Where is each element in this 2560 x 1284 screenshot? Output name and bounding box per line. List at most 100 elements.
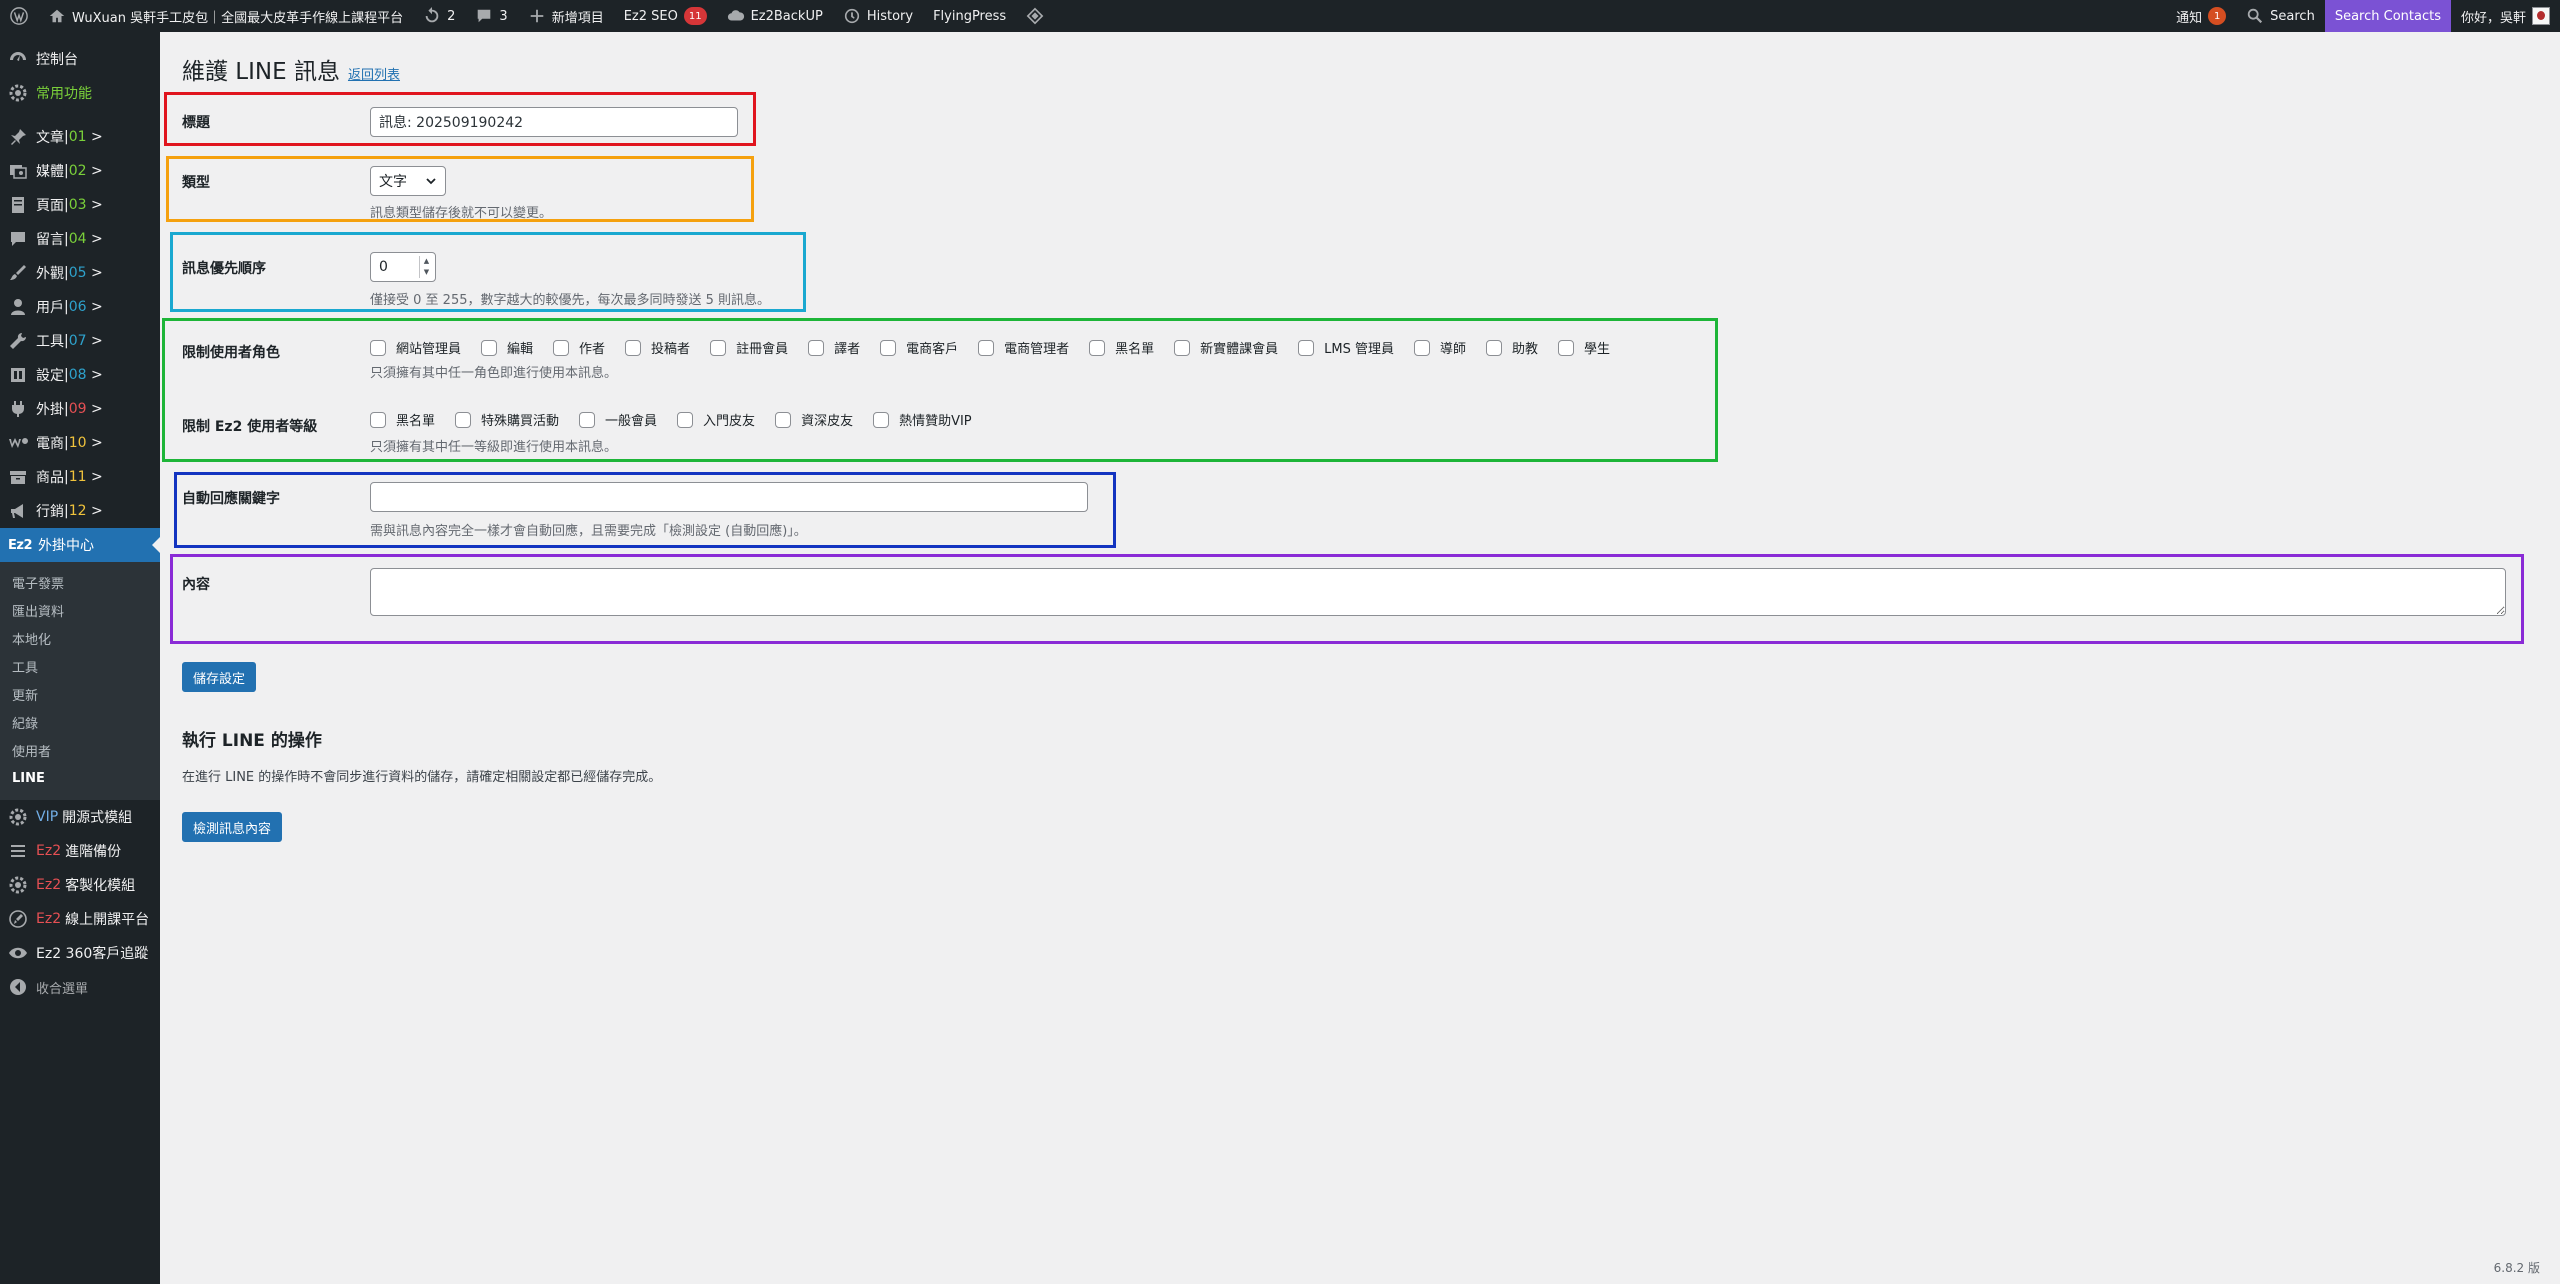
role-checkbox-subscriber[interactable]: 註冊會員 (710, 338, 788, 357)
level-checkbox-senior[interactable]: 資深皮友 (775, 410, 853, 429)
level-checkbox-regular[interactable]: 一般會員 (579, 410, 657, 429)
sidebar-item-plugins[interactable]: 外掛 | 09 > (0, 392, 160, 426)
type-select[interactable]: 文字 (370, 166, 446, 196)
user-account-menu[interactable]: 你好，吳軒 (2451, 0, 2560, 32)
role-checkbox-blacklist[interactable]: 黑名單 (1089, 338, 1154, 357)
submenu-item-tools[interactable]: 工具 (12, 660, 39, 676)
checkbox[interactable] (370, 411, 386, 428)
sidebar-item-media[interactable]: 媒體 | 02 > (0, 154, 160, 188)
role-checkbox-customer[interactable]: 電商客戶 (880, 338, 958, 357)
level-checkbox-special[interactable]: 特殊購買活動 (455, 410, 559, 429)
updates-link[interactable]: 2 (413, 0, 465, 32)
backup-link[interactable]: Ez2BackUP (717, 0, 833, 32)
role-checkbox-lms-admin[interactable]: LMS 管理員 (1298, 338, 1394, 357)
flyingpress-link[interactable]: FlyingPress (923, 0, 1016, 32)
checkbox[interactable] (370, 339, 386, 356)
checkbox[interactable] (1414, 339, 1430, 356)
sidebar-item-settings[interactable]: 設定 | 08 > (0, 358, 160, 392)
keyword-input[interactable] (370, 482, 1088, 512)
wordpress-logo-icon[interactable] (0, 0, 38, 32)
sidebar-item-common[interactable]: 常用功能 (0, 76, 160, 110)
checkbox[interactable] (1486, 339, 1503, 356)
test-message-button[interactable]: 檢測訊息內容 (182, 812, 283, 842)
submenu-item-localization[interactable]: 本地化 (12, 632, 52, 648)
checkbox[interactable] (579, 411, 596, 428)
sidebar-item-ecommerce[interactable]: 電商 | 10 > (0, 426, 160, 460)
sidebar-item-dashboard[interactable]: 控制台 (0, 42, 160, 76)
checkbox[interactable] (978, 339, 995, 356)
role-checkbox-contributor[interactable]: 投稿者 (625, 338, 690, 357)
role-checkbox-shop-manager[interactable]: 電商管理者 (978, 338, 1069, 357)
role-checkbox-assistant[interactable]: 助教 (1486, 338, 1538, 357)
checkbox[interactable] (808, 339, 825, 356)
checkbox[interactable] (1089, 339, 1106, 356)
highlight-type-box (166, 156, 754, 222)
submenu-item-e-invoice[interactable]: 電子發票 (12, 576, 65, 592)
paintbrush-icon (10, 265, 26, 280)
role-checkbox-student[interactable]: 學生 (1558, 338, 1610, 357)
diamond-menu[interactable] (1016, 0, 1054, 32)
level-checkbox-vip[interactable]: 熱情贊助VIP (873, 410, 972, 429)
history-link[interactable]: History (833, 0, 923, 32)
site-name-link[interactable]: WuXuan 吳軒手工皮包｜全國最大皮革手作線上課程平台 (38, 0, 413, 32)
sidebar-item-marketing[interactable]: 行銷 | 12 > (0, 494, 160, 528)
checkbox[interactable] (775, 411, 792, 428)
vip-tag: VIP (36, 809, 59, 825)
checkbox[interactable] (553, 339, 570, 356)
submenu-item-line[interactable]: LINE (12, 770, 45, 786)
submenu: 電子發票 匯出資料 本地化 工具 更新 紀錄 使用者 LINE (0, 562, 160, 800)
comments-link[interactable]: 3 (465, 0, 517, 32)
sidebar-item-products[interactable]: 商品 | 11 > (0, 460, 160, 494)
checkbox[interactable] (880, 339, 897, 356)
content-textarea[interactable] (370, 568, 2506, 616)
collapse-menu-button[interactable]: 收合選單 (0, 970, 160, 1004)
checkbox[interactable] (1298, 339, 1315, 356)
priority-spinner[interactable]: ▲▼ (419, 256, 433, 278)
submenu-item-users[interactable]: 使用者 (12, 744, 52, 760)
role-checkbox-admin[interactable]: 網站管理員 (370, 338, 461, 357)
level-checkbox-blacklist[interactable]: 黑名單 (370, 410, 435, 429)
checkbox[interactable] (1558, 339, 1575, 356)
new-item-label: 新增項目 (551, 10, 604, 26)
search-contacts-button[interactable]: Search Contacts (2324, 0, 2451, 32)
sidebar-item-ez2-plugin-center[interactable]: Ez2 外掛中心 (0, 528, 160, 562)
sidebar-item-comments[interactable]: 留言 | 04 > (0, 222, 160, 256)
seo-link[interactable]: Ez2 SEO 11 (614, 0, 717, 32)
save-settings-button[interactable]: 儲存設定 (182, 662, 257, 692)
role-checkbox-editor[interactable]: 編輯 (481, 338, 533, 357)
notifications-link[interactable]: 通知 1 (2166, 0, 2236, 32)
role-checkbox-new-member[interactable]: 新實體課會員 (1174, 338, 1278, 357)
sidebar-item-360-tracking[interactable]: Ez2 360客戶追蹤 (0, 936, 160, 970)
submenu-item-update[interactable]: 更新 (12, 688, 39, 704)
submenu-item-export[interactable]: 匯出資料 (12, 604, 65, 620)
checkbox[interactable] (710, 339, 727, 356)
new-item-link[interactable]: 新增項目 (518, 0, 614, 32)
checkbox[interactable] (625, 339, 642, 356)
role-checkbox-author[interactable]: 作者 (553, 338, 605, 357)
priority-number-input[interactable]: 0 ▲▼ (370, 252, 436, 282)
greeting: 你好，吳軒 (2460, 10, 2526, 26)
sidebar-item-posts[interactable]: 文章 | 01 > (0, 120, 160, 154)
checkbox[interactable] (873, 411, 890, 428)
sidebar-item-users[interactable]: 用戶 | 06 > (0, 290, 160, 324)
role-checkbox-translator[interactable]: 譯者 (808, 338, 860, 357)
checkbox[interactable] (1174, 339, 1191, 356)
level-checkbox-beginner[interactable]: 入門皮友 (677, 410, 755, 429)
sidebar-item-appearance[interactable]: 外觀 | 05 > (0, 256, 160, 290)
sidebar-item-tools[interactable]: 工具 | 07 > (0, 324, 160, 358)
search-link[interactable]: Search (2236, 0, 2325, 32)
back-to-list-link[interactable]: 返回列表 (347, 68, 400, 83)
role-checkbox-instructor[interactable]: 導師 (1414, 338, 1466, 357)
submenu-item-log[interactable]: 紀錄 (12, 716, 39, 732)
checkbox[interactable] (677, 411, 694, 428)
sidebar-item-pages[interactable]: 頁面 | 03 > (0, 188, 160, 222)
checkbox[interactable] (481, 339, 498, 356)
checkbox[interactable] (455, 411, 472, 428)
title-input[interactable] (370, 107, 738, 137)
admin-sidebar: 控制台 常用功能 文章 | 01 > 媒體 | 02 > 頁面 | 03 > 留… (0, 32, 160, 1284)
sidebar-item-label: 電商 (36, 436, 64, 452)
